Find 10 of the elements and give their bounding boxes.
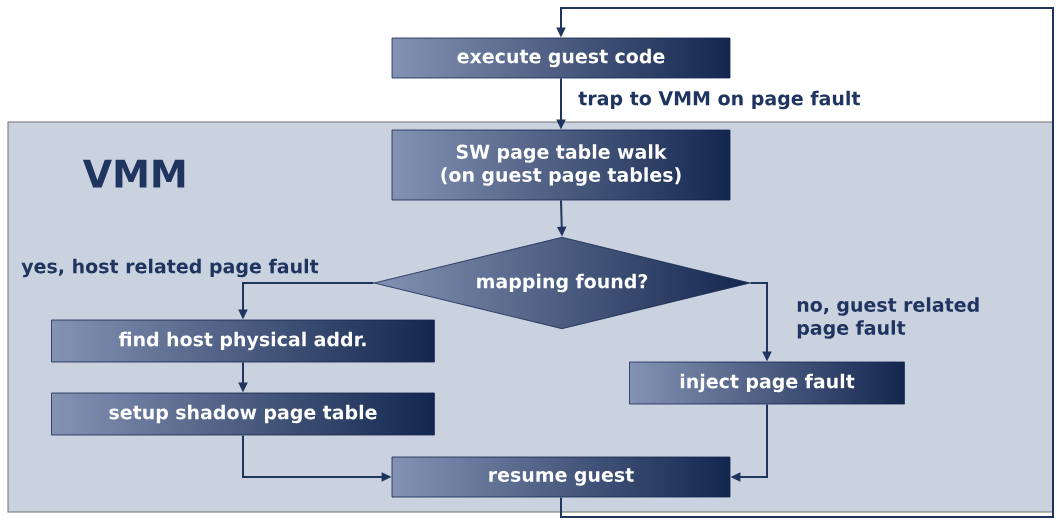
process-box: resume guest bbox=[391, 456, 731, 498]
edge-label: trap to VMM on page fault bbox=[578, 90, 861, 110]
process-box: execute guest code bbox=[391, 37, 731, 79]
arrow bbox=[556, 7, 1054, 518]
process-box: find host physical addr. bbox=[51, 319, 435, 363]
edge-label: yes, host related page fault bbox=[21, 258, 319, 278]
process-box: setup shadow page table bbox=[51, 392, 435, 436]
edge-label: no, guest related page fault bbox=[797, 297, 979, 339]
process-box: inject page fault bbox=[629, 361, 905, 405]
process-box: SW page table walk (on guest page tables) bbox=[391, 129, 731, 201]
